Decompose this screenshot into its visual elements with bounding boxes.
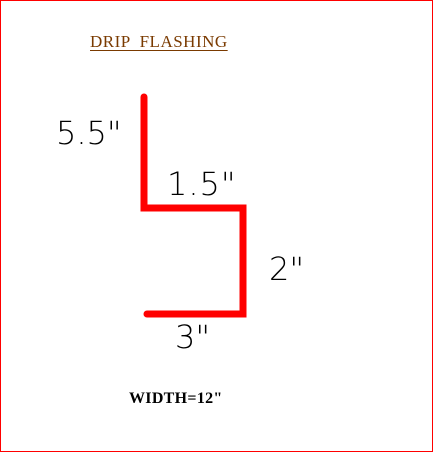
flashing-profile-line — [140, 93, 247, 318]
diagram-title: DRIP FLASHING — [90, 32, 228, 51]
dimension-upper-step: 1.5" — [167, 165, 237, 203]
dimension-top-leg: 5.5" — [56, 114, 122, 152]
width-label: WIDTH=12" — [129, 390, 223, 407]
dimension-vertical-drop: 2" — [269, 250, 305, 288]
dimension-bottom-leg: 3" — [175, 318, 211, 356]
